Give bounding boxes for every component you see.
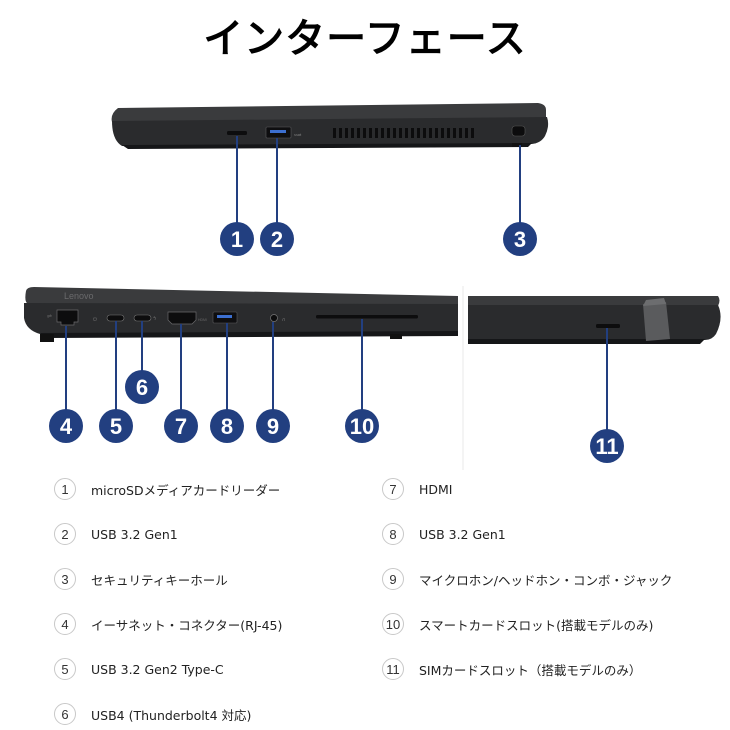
- microsd-slot: [227, 131, 247, 135]
- security-keyhole: [511, 125, 526, 137]
- legend-number: 3: [54, 568, 76, 590]
- legend-label: USB 3.2 Gen2 Type-C: [91, 661, 224, 677]
- svg-text:⏻: ⏻: [93, 317, 97, 323]
- svg-text:∩: ∩: [282, 317, 286, 323]
- svg-text:10: 10: [350, 414, 374, 439]
- port-legend: 1 microSDメディアカードリーダー 2 USB 3.2 Gen1 3 セキ…: [0, 470, 730, 730]
- callout-1: 1: [220, 136, 254, 256]
- legend-label: セキュリティキーホール: [91, 572, 228, 588]
- legend-item-6: 6 USB4 (Thunderbolt4 対応): [54, 701, 251, 727]
- usb-c-port-2: [133, 314, 152, 322]
- legend-number: 5: [54, 658, 76, 680]
- svg-text:9: 9: [267, 414, 279, 439]
- ethernet-port: [56, 309, 79, 326]
- legend-label: マイクロホン/ヘッドホン・コンボ・ジャック: [419, 572, 673, 588]
- callout-4: 4: [49, 326, 83, 443]
- hinge: [643, 302, 670, 341]
- callout-2: 2: [260, 138, 294, 256]
- legend-number: 4: [54, 613, 76, 635]
- vent-grille: [333, 128, 474, 138]
- laptop-right-side-view: ss⇄: [111, 103, 549, 149]
- svg-text:4: 4: [60, 414, 73, 439]
- smart-card-slot: [316, 315, 418, 319]
- svg-text:ss⇄: ss⇄: [294, 132, 302, 137]
- legend-label: HDMI: [419, 481, 453, 497]
- legend-label: スマートカードスロット(搭載モデルのみ): [419, 617, 654, 633]
- legend-label: USB4 (Thunderbolt4 対応): [91, 707, 252, 723]
- legend-label: USB 3.2 Gen1: [419, 526, 506, 542]
- legend-label: USB 3.2 Gen1: [91, 526, 178, 542]
- svg-text:1: 1: [231, 227, 243, 252]
- svg-text:HDMI: HDMI: [198, 318, 207, 322]
- legend-number: 7: [382, 478, 404, 500]
- legend-item-3: 3 セキュリティキーホール: [54, 566, 228, 592]
- legend-number: 2: [54, 523, 76, 545]
- callout-5: 5: [99, 321, 133, 443]
- svg-text:6: 6: [136, 375, 148, 400]
- legend-item-9: 9 マイクロホン/ヘッドホン・コンボ・ジャック: [382, 566, 672, 592]
- callout-7: 7: [164, 324, 198, 443]
- legend-item-11: 11 SIMカードスロット（搭載モデルのみ）: [382, 656, 641, 682]
- legend-item-5: 5 USB 3.2 Gen2 Type-C: [54, 656, 224, 682]
- callout-3: 3: [503, 145, 537, 256]
- usb-c-port-1: [106, 314, 125, 322]
- svg-text:3: 3: [514, 227, 526, 252]
- legend-label: microSDメディアカードリーダー: [91, 482, 281, 498]
- svg-text:2: 2: [271, 227, 283, 252]
- legend-item-8: 8 USB 3.2 Gen1: [382, 521, 506, 547]
- svg-text:ϟ: ϟ: [153, 316, 156, 322]
- svg-text:7: 7: [175, 414, 187, 439]
- legend-number: 10: [382, 613, 404, 635]
- svg-text:8: 8: [221, 414, 233, 439]
- callout-10: 10: [345, 319, 379, 443]
- laptop-front-edge-view: [468, 296, 721, 344]
- legend-item-10: 10 スマートカードスロット(搭載モデルのみ): [382, 611, 653, 637]
- legend-item-1: 1 microSDメディアカードリーダー: [54, 476, 280, 502]
- page-title: インターフェース: [203, 16, 527, 62]
- legend-number: 8: [382, 523, 404, 545]
- laptop-left-side-view: Lenovo ⇌ ⏻ ϟ HDMI ∩: [24, 287, 458, 342]
- lenovo-logo: Lenovo: [64, 291, 94, 301]
- callout-8: 8: [210, 323, 244, 443]
- legend-number: 6: [54, 703, 76, 725]
- legend-item-2: 2 USB 3.2 Gen1: [54, 521, 178, 547]
- svg-text:11: 11: [595, 434, 618, 459]
- callout-6: 6: [125, 321, 159, 404]
- legend-number: 1: [54, 478, 76, 500]
- legend-item-7: 7 HDMI: [382, 476, 453, 502]
- legend-number: 11: [382, 658, 404, 680]
- hdmi-port: [167, 311, 197, 325]
- callout-9: 9: [256, 322, 290, 443]
- ports-diagram: ss⇄ 1 2 3 Len: [24, 103, 721, 470]
- svg-text:⇌: ⇌: [47, 313, 52, 320]
- legend-label: イーサネット・コネクター(RJ-45): [91, 617, 283, 633]
- audio-jack: [270, 314, 278, 322]
- legend-item-4: 4 イーサネット・コネクター(RJ-45): [54, 611, 282, 637]
- legend-label: SIMカードスロット（搭載モデルのみ）: [419, 662, 642, 678]
- svg-text:5: 5: [110, 414, 122, 439]
- callout-11: 11: [590, 328, 624, 463]
- legend-number: 9: [382, 568, 404, 590]
- sim-card-slot: [596, 324, 620, 328]
